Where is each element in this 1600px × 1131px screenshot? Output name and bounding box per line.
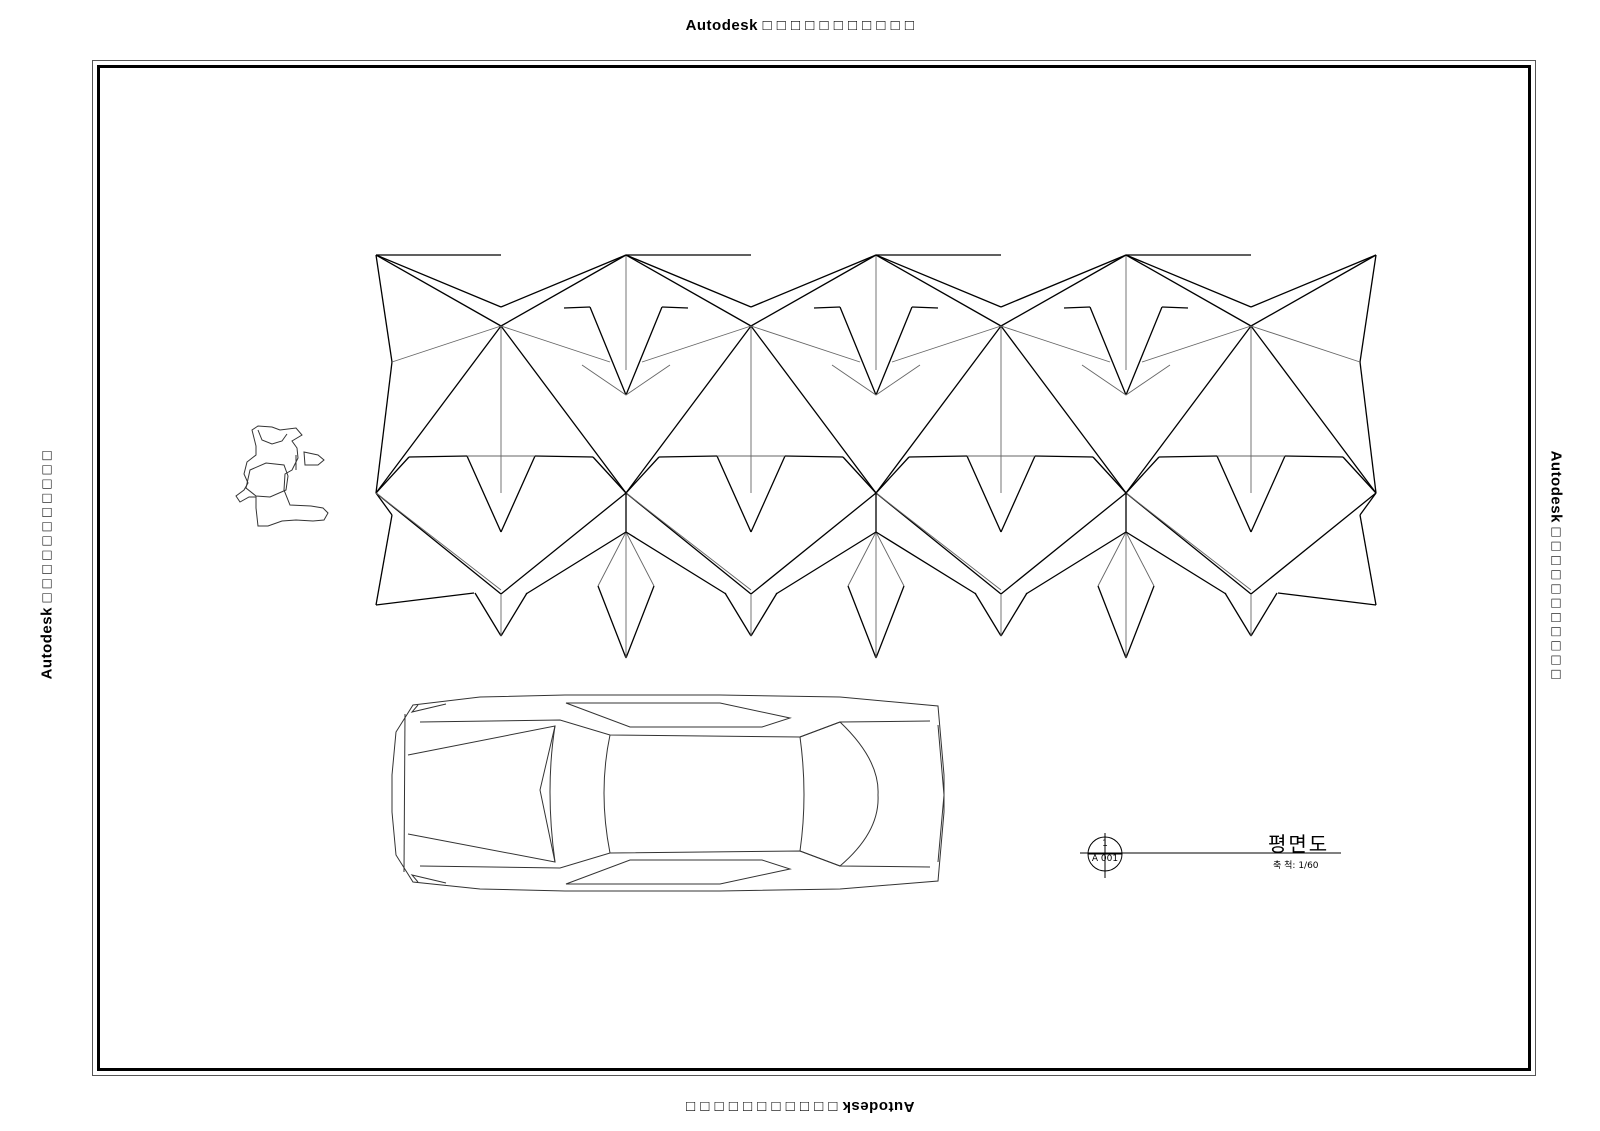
person-plan-figure [235,425,329,527]
sheet-border-outer [92,60,1536,1076]
folded-roof-plan [375,254,1377,659]
view-bubble-number: 1 [1102,839,1108,849]
view-scale: 축 척: 1/60 [1273,861,1319,871]
view-reference-bubble [1080,833,1341,878]
view-bubble-sheet: A 001 [1091,854,1119,864]
view-title: 평면도 [1268,832,1330,856]
watermark-top: Autodesk □ □ □ □ □ □ □ □ □ □ □ [685,17,915,34]
car-plan-figure [391,694,945,892]
sheet-border-inner [97,65,1531,1071]
